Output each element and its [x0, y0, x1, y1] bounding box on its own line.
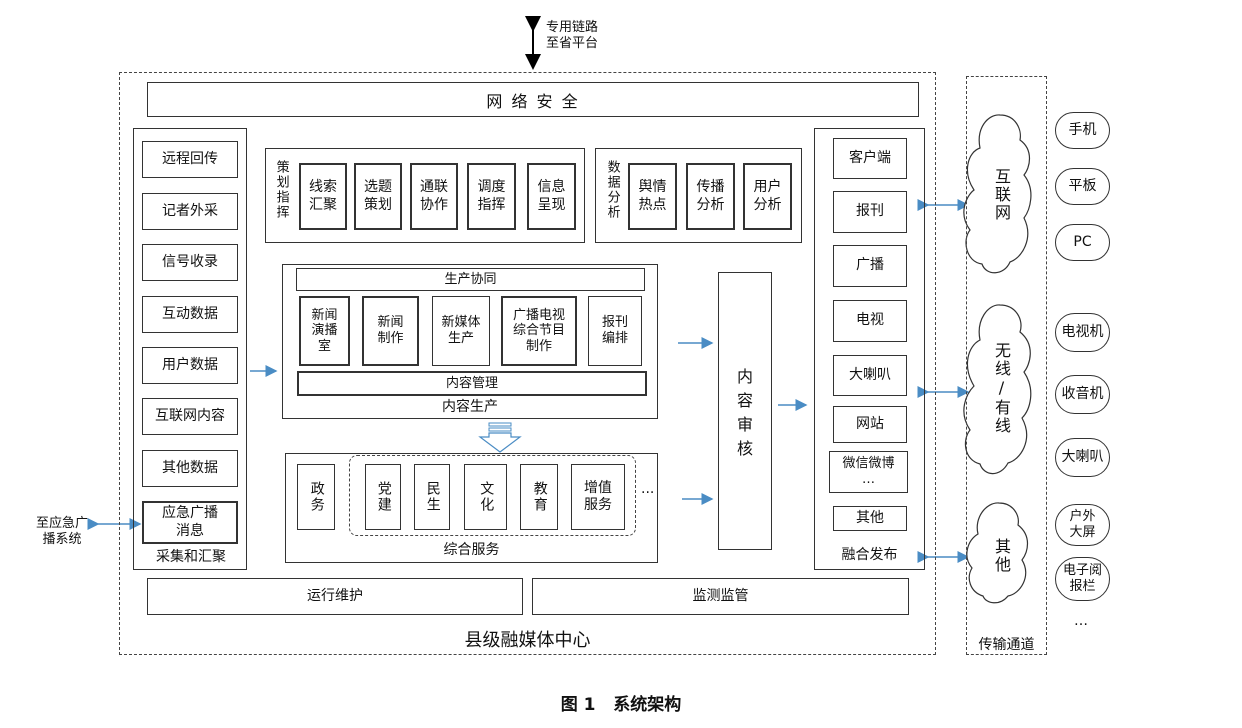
planning-item-liaison: 通联 协作: [410, 163, 458, 230]
collection-item-signal: 信号收录: [142, 244, 238, 281]
content-review-box: 内容审核: [718, 272, 772, 550]
center-frame: [119, 72, 936, 655]
service-gov: 政务: [297, 464, 335, 530]
cloud-other: [966, 502, 1029, 604]
figure-caption: 图 1 系统架构: [560, 695, 682, 715]
planning-item-topics: 选题 策划: [354, 163, 402, 230]
service-group-frame: [349, 455, 636, 536]
emergency-link-label: 至应急广 播系统: [36, 516, 89, 547]
center-title: 县级融媒体中心: [464, 630, 591, 651]
channels-frame: [966, 76, 1047, 655]
collection-item-userdata: 用户数据: [142, 347, 238, 384]
publish-item-other: 其他: [833, 506, 907, 531]
device-tablet: 平板: [1055, 168, 1110, 205]
planning-panel: [265, 148, 585, 243]
device-e-reader-board: 电子阅 报栏: [1055, 557, 1110, 601]
devices-ellipsis: …: [1074, 613, 1088, 629]
collection-item-other: 其他数据: [142, 450, 238, 487]
production-item-broadcast: 广播电视 综合节目 制作: [501, 296, 577, 366]
top-link-label: 专用链路 至省平台: [546, 20, 599, 51]
down-hollow-arrow: [478, 422, 522, 453]
production-item-news: 新闻 制作: [362, 296, 419, 366]
cloud-internet: [963, 114, 1032, 274]
device-radio: 收音机: [1055, 375, 1110, 414]
production-title: 内容生产: [442, 399, 498, 415]
planning-item-dispatch: 调度 指挥: [467, 163, 516, 230]
device-loudspeaker: 大喇叭: [1055, 438, 1110, 477]
production-coop-bar: 生产协同: [296, 268, 645, 291]
planning-item-present: 信息 呈现: [527, 163, 576, 230]
service-item-education: 教育: [520, 464, 558, 530]
analysis-item-user: 用户 分析: [743, 163, 792, 230]
service-item-livelihood: 民生: [414, 464, 450, 530]
collection-item-emergency: 应急广播 消息: [142, 501, 238, 544]
service-panel: [285, 453, 658, 563]
publish-panel: [814, 128, 925, 570]
analysis-item-spread: 传播 分析: [686, 163, 735, 230]
planning-label: 策划指挥: [273, 160, 289, 220]
operations-bar: 运行维护: [147, 578, 523, 615]
production-item-newspaper: 报刊 编排: [588, 296, 642, 366]
collection-item-remote: 远程回传: [142, 141, 238, 178]
publish-item-newspaper: 报刊: [833, 191, 907, 233]
monitoring-bar: 监测监管: [532, 578, 909, 615]
cloud-wireless: [963, 304, 1032, 475]
service-item-culture: 文化: [464, 464, 507, 530]
collection-title: 采集和汇聚: [156, 549, 226, 565]
channels-title: 传输通道: [978, 637, 1035, 653]
production-item-newmedia: 新媒体 生产: [432, 296, 490, 366]
device-phone: 手机: [1055, 112, 1110, 149]
production-item-studio: 新闻 演播 室: [299, 296, 350, 366]
cloud-wireless-label: 无线/有线: [992, 341, 1011, 435]
publish-item-app: 客户端: [833, 138, 907, 179]
publish-item-tv: 电视: [833, 300, 907, 342]
publish-item-wechat-weibo: 微信微博 …: [829, 451, 908, 493]
collection-item-reporter: 记者外采: [142, 193, 238, 230]
collection-item-internet: 互联网内容: [142, 398, 238, 435]
network-security-bar: 网 络 安 全: [147, 82, 919, 117]
production-panel: [282, 264, 658, 419]
analysis-panel: [595, 148, 802, 243]
content-management-bar: 内容管理: [297, 371, 647, 396]
service-item-party: 党建: [365, 464, 401, 530]
device-pc: PC: [1055, 224, 1110, 261]
analysis-item-opinion: 舆情 热点: [628, 163, 677, 230]
service-ellipsis: ···: [641, 485, 655, 501]
publish-title: 融合发布: [841, 547, 898, 563]
analysis-label: 数据分析: [604, 160, 620, 220]
collection-item-interactive: 互动数据: [142, 296, 238, 333]
publish-item-radio: 广播: [833, 245, 907, 287]
service-title: 综合服务: [443, 542, 500, 558]
collection-panel: [133, 128, 247, 570]
cloud-other-label: 其他: [992, 538, 1011, 574]
device-outdoor-screen: 户外 大屏: [1055, 504, 1110, 546]
publish-item-website: 网站: [833, 406, 907, 443]
cloud-internet-label: 互联网: [992, 168, 1011, 222]
planning-item-clues: 线索 汇聚: [299, 163, 347, 230]
device-television: 电视机: [1055, 313, 1110, 352]
publish-item-loudspeaker: 大喇叭: [833, 355, 907, 396]
service-item-value-added: 增值服务: [571, 464, 625, 530]
